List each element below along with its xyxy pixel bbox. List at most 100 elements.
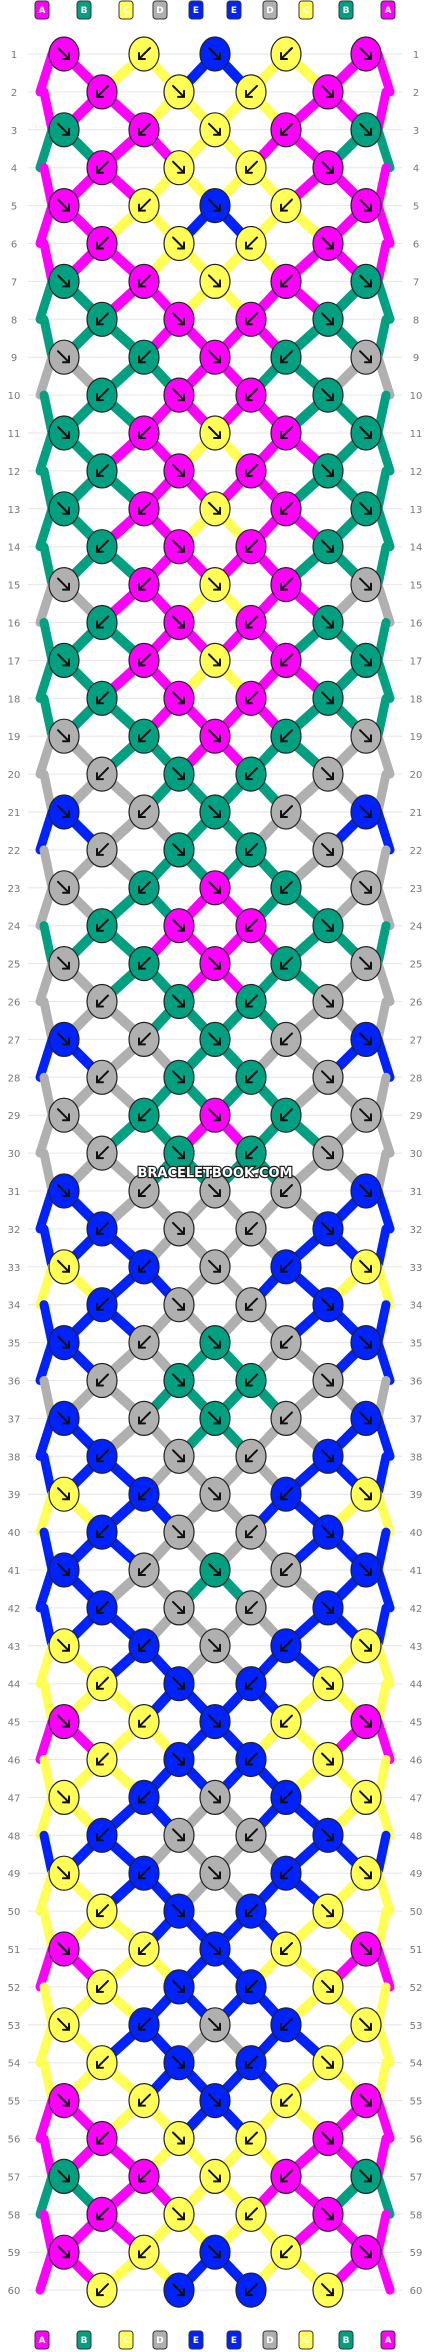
arrow-icon xyxy=(96,236,109,250)
row-number-left: 43 xyxy=(8,1642,21,1653)
arrow-icon xyxy=(96,1297,109,1311)
arrow-icon xyxy=(57,1563,70,1576)
knot xyxy=(235,1514,267,1550)
knot xyxy=(128,2234,160,2270)
arrow-icon xyxy=(172,1297,185,1311)
row-number-left: 26 xyxy=(8,998,21,1009)
arrow-icon xyxy=(57,2245,70,2259)
arrow-icon xyxy=(138,2169,151,2183)
arrow-icon xyxy=(280,1108,293,1122)
strand-color-swatch xyxy=(262,2330,278,2350)
knot xyxy=(163,1438,195,1474)
knot xyxy=(86,1893,118,1929)
knot xyxy=(312,1135,344,1171)
knot xyxy=(86,908,118,944)
row-number-right: 24 xyxy=(410,922,423,933)
knot xyxy=(86,1059,118,1095)
row-number-left: 44 xyxy=(8,1680,21,1691)
arrow-icon xyxy=(245,1828,258,1842)
arrow-icon xyxy=(359,1184,372,1197)
knot xyxy=(199,1855,231,1891)
arrow-icon xyxy=(57,880,70,894)
row-number-right: 22 xyxy=(410,846,423,857)
strand-color-swatch xyxy=(338,2330,354,2350)
arrow-icon xyxy=(208,426,221,439)
knot xyxy=(199,642,231,679)
knot xyxy=(48,491,80,527)
knot xyxy=(128,339,160,375)
knot xyxy=(350,491,382,527)
knot xyxy=(199,2234,231,2270)
knot xyxy=(48,1021,80,1058)
knot xyxy=(312,983,344,1020)
strand-letter: D xyxy=(266,2336,273,2346)
knot xyxy=(48,566,80,603)
arrow-icon xyxy=(208,2017,221,2031)
row-number-right: 58 xyxy=(410,2210,423,2221)
arrow-icon xyxy=(57,729,70,743)
arrow-icon xyxy=(96,539,109,553)
row-number-right: 15 xyxy=(410,581,423,592)
knot xyxy=(199,1476,231,1512)
knot xyxy=(48,1628,80,1664)
row-number-left: 46 xyxy=(8,1756,21,1767)
arrow-icon xyxy=(280,577,293,591)
row-number-right: 50 xyxy=(410,1907,423,1918)
knot xyxy=(350,1779,382,1816)
row-number-left: 60 xyxy=(8,2286,21,2297)
arrow-icon xyxy=(208,2093,221,2107)
arrow-icon xyxy=(57,1335,70,1349)
strand-label-bottom: C xyxy=(118,2330,134,2350)
arrow-icon xyxy=(321,691,334,705)
knot xyxy=(235,1211,267,1247)
knot xyxy=(86,1135,118,1171)
knot xyxy=(312,301,344,337)
arrow-icon xyxy=(208,1866,221,1880)
knot xyxy=(48,1855,80,1891)
arrow-icon xyxy=(138,1714,151,1728)
strand-label-bottom: E xyxy=(226,2330,242,2350)
knot xyxy=(235,377,267,413)
knot xyxy=(270,1703,302,1740)
strand-label-bottom: D xyxy=(152,2330,168,2350)
arrow-icon xyxy=(245,1676,258,1690)
arrow-icon xyxy=(96,767,109,781)
arrow-icon xyxy=(359,1487,372,1501)
row-number-left: 31 xyxy=(8,1187,21,1198)
arrow-icon xyxy=(96,1979,109,1993)
knot xyxy=(128,1324,160,1361)
knot xyxy=(270,1779,302,1816)
row-number-right: 60 xyxy=(410,2286,423,2297)
arrow-icon xyxy=(359,1335,372,1349)
knot xyxy=(312,680,344,716)
arrow-icon xyxy=(172,994,185,1008)
knot xyxy=(163,2196,195,2232)
strand-color-swatch xyxy=(298,2330,314,2350)
knot xyxy=(270,2007,302,2043)
arrow-icon xyxy=(245,1373,258,1387)
knot xyxy=(199,112,231,148)
arrow-icon xyxy=(138,1638,151,1652)
knot xyxy=(86,1590,118,1626)
knot xyxy=(270,1476,302,1512)
arrow-icon xyxy=(138,426,151,439)
row-number-left: 17 xyxy=(8,656,21,667)
arrow-icon xyxy=(245,1752,258,1766)
arrow-icon xyxy=(172,160,185,174)
arrow-icon xyxy=(321,84,334,98)
arrow-icon xyxy=(321,539,334,553)
knot xyxy=(199,2083,231,2119)
arrow-icon xyxy=(359,501,372,515)
knot xyxy=(48,870,80,906)
arrow-icon xyxy=(208,956,221,970)
knot xyxy=(48,1931,80,1967)
knot xyxy=(312,453,344,489)
arrow-icon xyxy=(245,2207,258,2221)
arrow-icon xyxy=(359,350,372,364)
strand-label-bottom: B xyxy=(338,2330,354,2350)
knot xyxy=(86,2196,118,2232)
arrow-icon xyxy=(321,1979,334,1993)
arrow-icon xyxy=(280,2017,293,2031)
knot xyxy=(312,604,344,641)
